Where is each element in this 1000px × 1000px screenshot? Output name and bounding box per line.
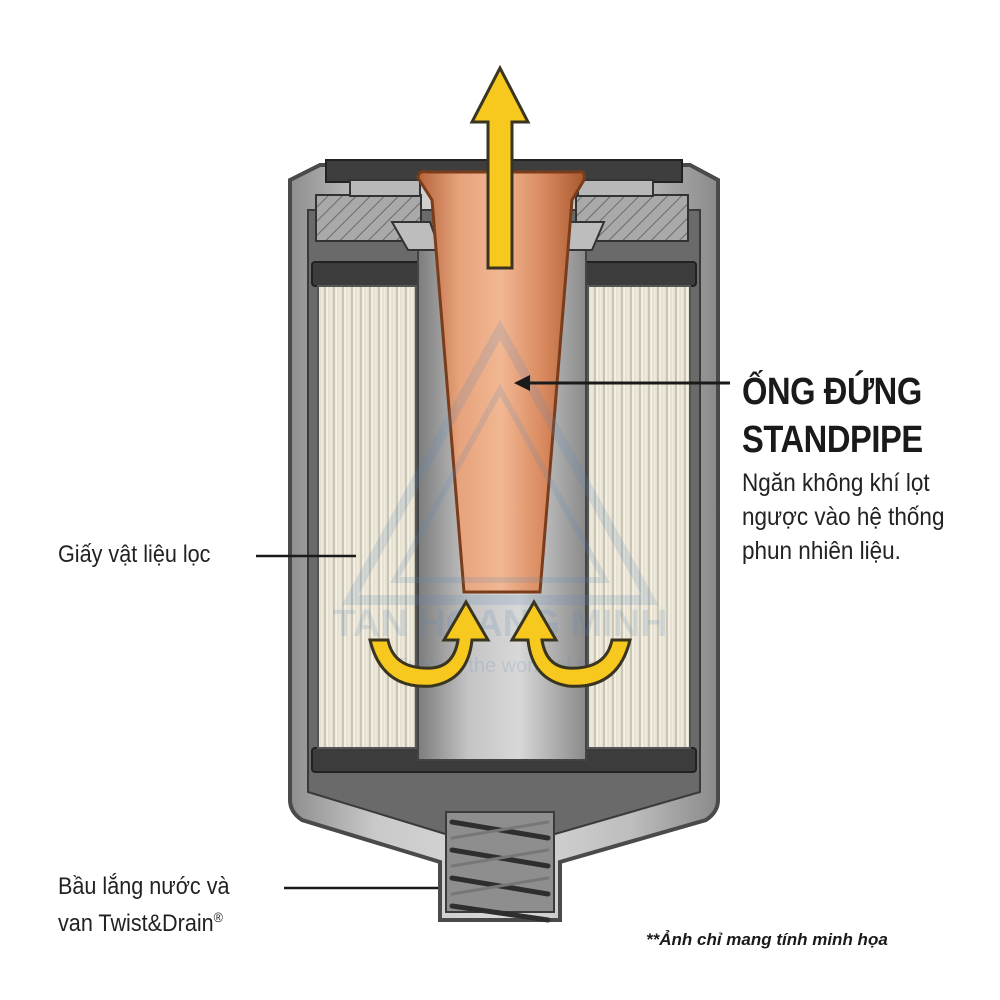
registered-mark: ® [213,909,223,925]
standpipe-description: Ngăn không khí lọt ngược vào hệ thống ph… [742,466,944,568]
water-bowl-label-line2-text: van Twist&Drain [58,910,214,937]
standpipe-desc-line: Ngăn không khí lọt [742,469,930,497]
flow-arrow-right-in [509,599,632,688]
standpipe [416,170,586,594]
illustration-note: **Ảnh chỉ mang tính minh họa [646,930,888,949]
standpipe-title-vi: ỐNG ĐỨNG [742,371,922,413]
drain-spring [449,819,551,923]
standpipe-title: ỐNG ĐỨNG STANDPIPE [742,368,923,464]
gasket-right [577,179,654,197]
standpipe-title-en: STANDPIPE [742,419,923,461]
standpipe-desc-line: ngược vào hệ thống [742,503,945,531]
water-bowl-label-line2: van Twist&Drain® [58,902,230,939]
water-bowl-label: Bầu lắng nước và van Twist&Drain® [58,872,230,939]
flow-arrow-out [469,64,531,270]
gasket-left [349,179,421,197]
filter-media-right [587,285,691,749]
flow-arrow-left-in [368,599,491,688]
leader-standpipe [514,375,730,391]
standpipe-desc-line: phun nhiên liệu. [742,537,901,565]
water-bowl-label-line1: Bầu lắng nước và [58,873,230,900]
filter-paper-label: Giấy vật liệu lọc [58,541,211,568]
watermark-line1: TAN HOANG MINH [333,603,668,645]
